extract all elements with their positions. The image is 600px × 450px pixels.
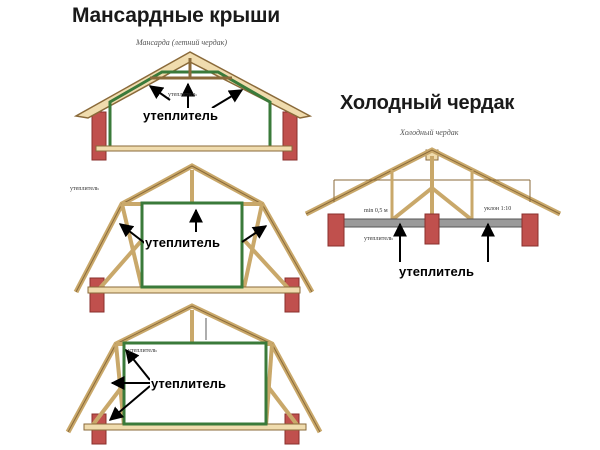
truss-member: [120, 203, 144, 289]
tiny-label-dimension: min 0,5 м: [364, 208, 388, 214]
caption-mansard-top: Мансарда (летний чердак): [136, 38, 228, 47]
label-insulation-mansard-2: утеплитель: [144, 235, 221, 250]
label-insulation-mansard-3: утеплитель: [150, 376, 227, 391]
title-cold-attic: Холодный чердак: [340, 92, 515, 114]
mansard-diagram-1: [73, 51, 313, 161]
roof-rafters-edge: [305, 149, 561, 215]
tiny-label-insulation-3: утеплитель: [128, 348, 157, 354]
cold-attic-diagram: [304, 147, 562, 262]
brick-wall-right: [282, 111, 298, 161]
arrow-1: [118, 223, 147, 245]
tiny-label-slope: уклон 1:10: [484, 206, 512, 212]
tiny-label-insulation-4: утеплитель: [364, 236, 393, 242]
arrow-1: [148, 85, 171, 101]
caption-cold-attic: Холодный чердак: [400, 128, 459, 137]
roof-outline-edge: [67, 305, 321, 433]
label-insulation-mansard-1: утеплитель: [142, 108, 219, 123]
brick-wall-right: [284, 277, 300, 313]
brick-wall-left: [327, 213, 345, 247]
title-mansard-roofs: Мансардные крыши: [72, 4, 280, 27]
brick-wall-right: [521, 213, 539, 247]
truss-member: [90, 382, 126, 428]
strut: [430, 186, 474, 222]
mansard-diagram-3: [65, 303, 323, 445]
truss-member: [264, 382, 300, 428]
truss-member: [98, 238, 144, 290]
arrow-3: [211, 89, 244, 109]
roof-outline-edge: [75, 165, 313, 293]
strut: [390, 186, 434, 222]
brick-wall-mid: [424, 213, 440, 245]
arrow-1: [125, 348, 151, 381]
arrow-3: [241, 225, 268, 243]
floor-beam: [95, 145, 293, 152]
arrow-3: [108, 385, 151, 421]
brick-wall-left: [91, 111, 107, 161]
tiny-label-insulation-1: утеплитель: [168, 92, 197, 98]
truss-member: [242, 203, 264, 289]
label-insulation-cold-attic: утеплитель: [398, 264, 475, 279]
tiny-label-insulation-2: утеплитель: [70, 186, 99, 192]
